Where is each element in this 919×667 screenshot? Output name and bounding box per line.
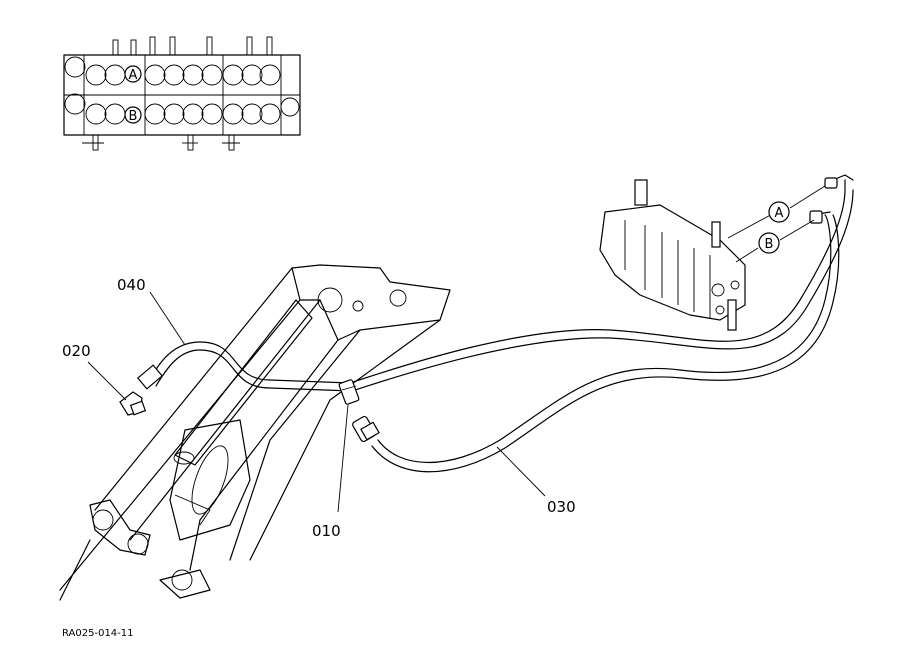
- part-label-010: 010: [312, 522, 341, 540]
- port-b-marker: [758, 232, 780, 254]
- fitting-020: [119, 391, 147, 416]
- valve-block-schematic: A B: [63, 36, 301, 151]
- leaders: [87, 291, 546, 513]
- hose-030: [352, 214, 840, 473]
- hose-040: [136, 179, 854, 392]
- control-valve-3d: A B: [599, 174, 854, 331]
- part-label-020: 020: [62, 342, 91, 360]
- fitting-010: [338, 379, 360, 405]
- port-b-label: B: [765, 237, 774, 252]
- port-b-marker-top: [124, 106, 142, 124]
- port-b-label-top: B: [129, 109, 138, 124]
- port-a-marker: [768, 201, 790, 223]
- port-a-label: A: [775, 206, 784, 221]
- boom-structure: [59, 264, 451, 601]
- part-label-030: 030: [547, 498, 576, 516]
- drawing-reference: RA025-014-11: [62, 628, 134, 639]
- part-label-040: 040: [117, 276, 146, 294]
- port-a-marker-top: [124, 65, 142, 83]
- port-a-label-top: A: [129, 68, 138, 83]
